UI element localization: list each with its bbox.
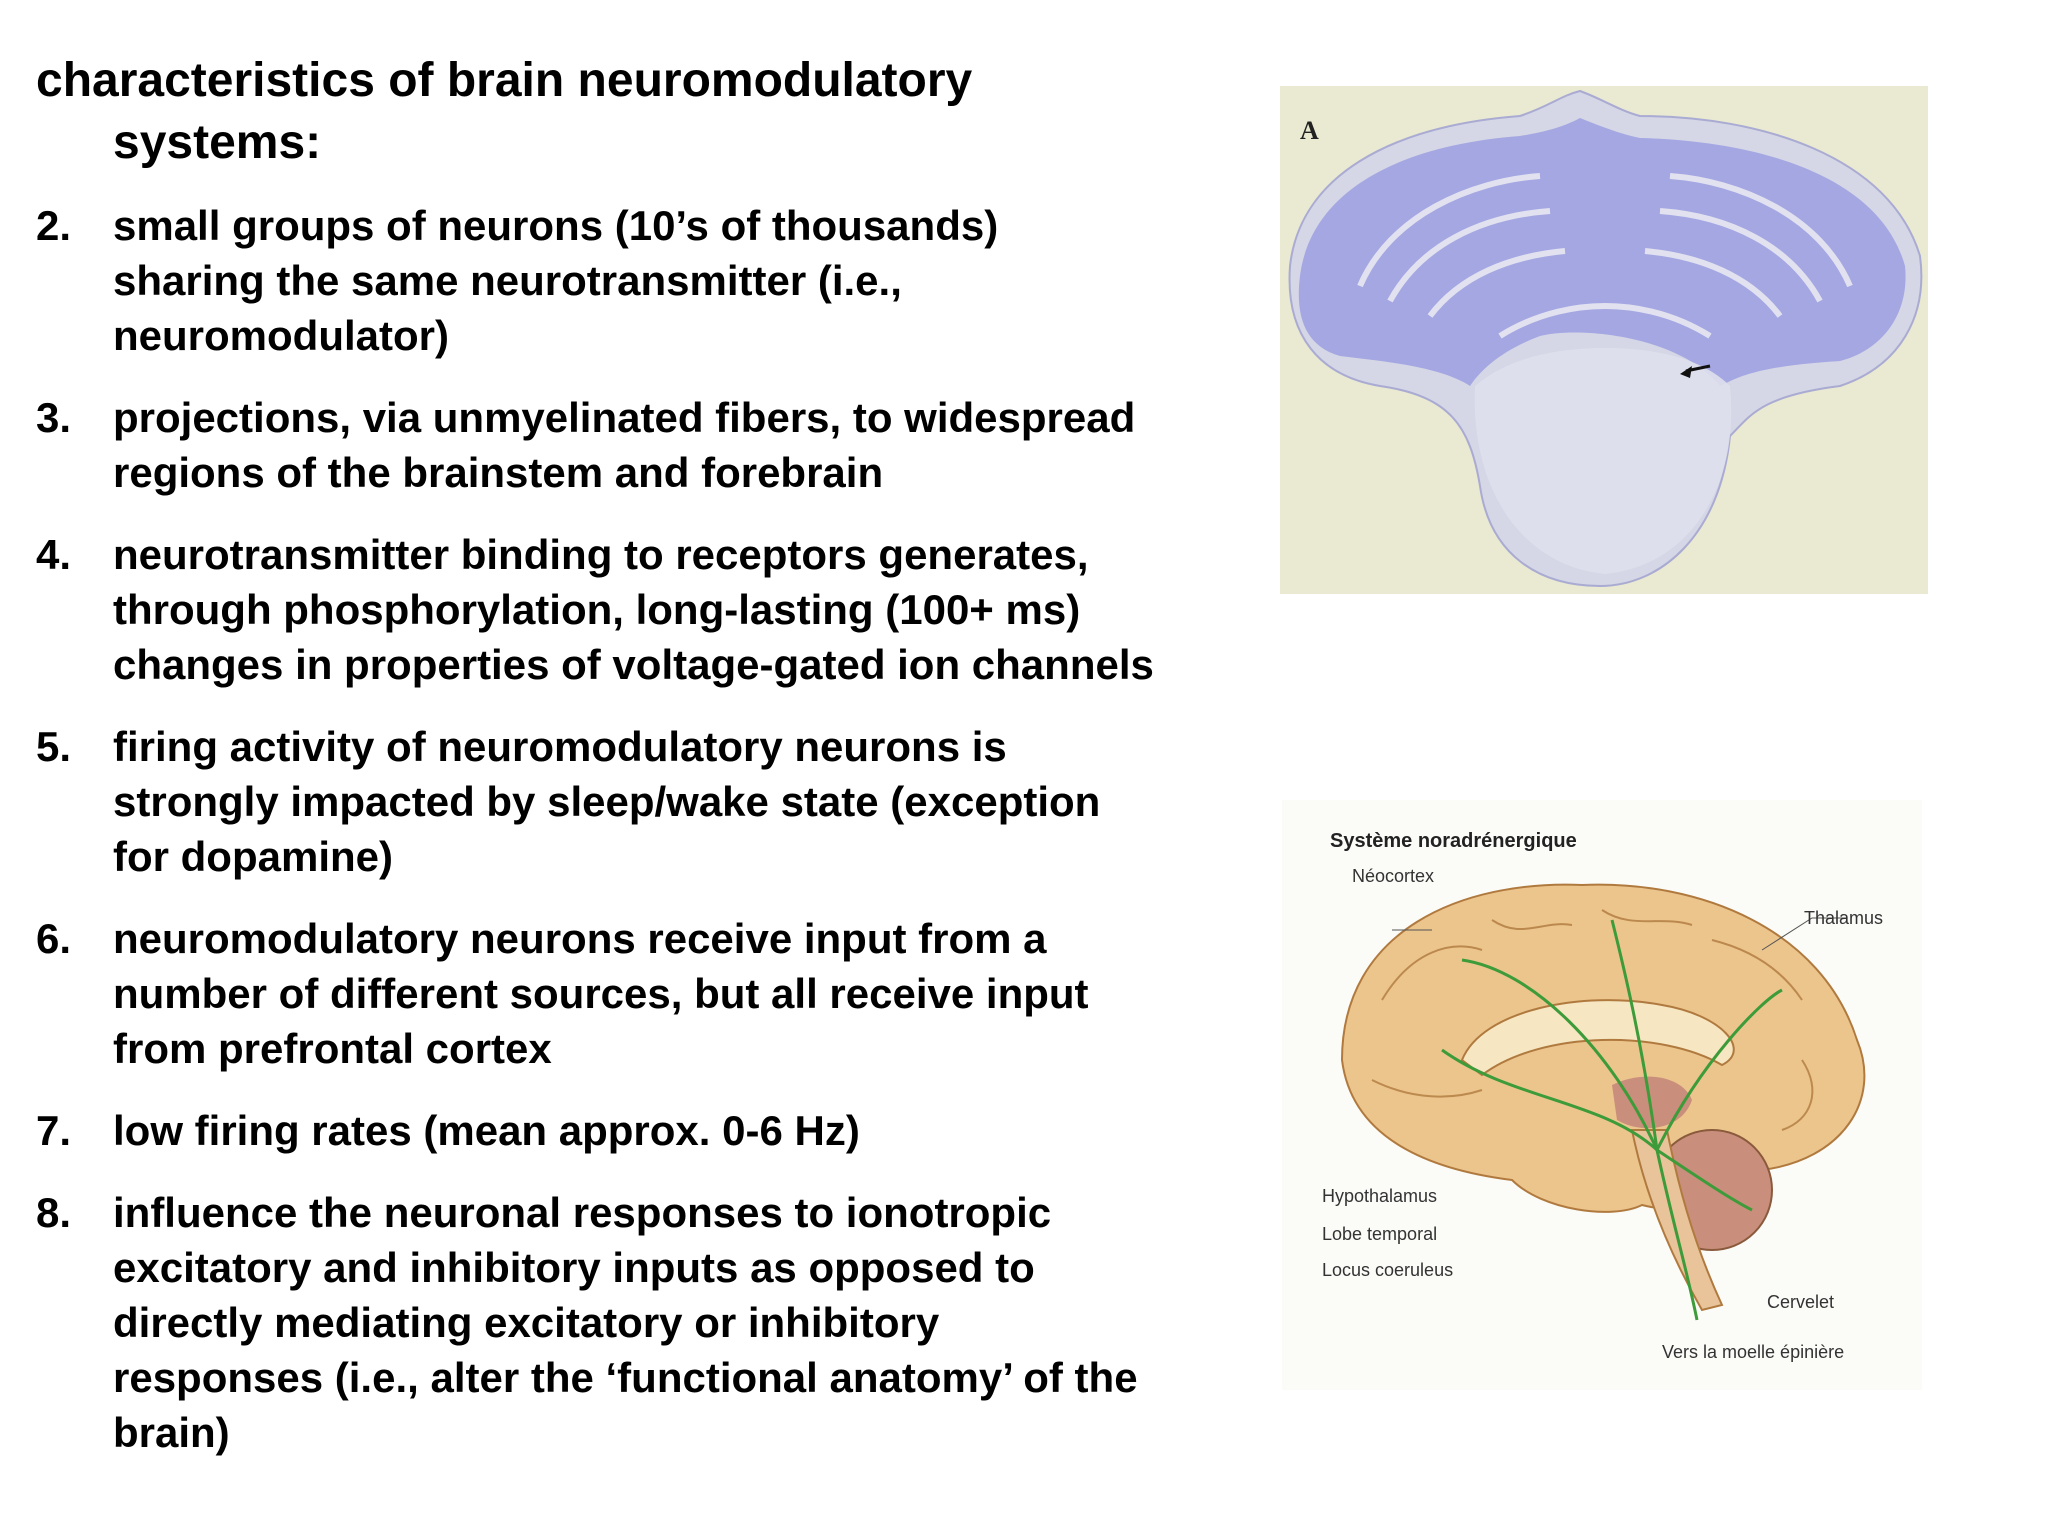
list-item-number: 6. xyxy=(36,915,72,962)
figure-b-title: Système noradrénergique xyxy=(1330,830,1577,852)
list-item-number: 4. xyxy=(36,531,72,578)
label-locus-coeruleus: Locus coeruleus xyxy=(1322,1260,1454,1280)
title-line-2: systems: xyxy=(113,116,322,169)
list-item-number: 2. xyxy=(36,202,72,249)
list-item-line: brain) xyxy=(113,1409,230,1456)
panel-letter: A xyxy=(1300,116,1319,145)
list-item-line: through phosphorylation, long-lasting (1… xyxy=(113,586,1081,633)
list-item-line: influence the neuronal responses to iono… xyxy=(113,1189,1052,1236)
label-lobe-temporal: Lobe temporal xyxy=(1322,1224,1438,1244)
list-item-line: directly mediating excitatory or inhibit… xyxy=(113,1299,940,1346)
slide-title: characteristics of brain neuromodulatory… xyxy=(36,50,1256,174)
list-item-number: 5. xyxy=(36,723,72,770)
brain-sagittal-drawing xyxy=(1340,883,1866,1321)
brainstem-section-image: A xyxy=(1280,86,1928,594)
list-item: 5. firing activity of neuromodulatory neu… xyxy=(36,719,1256,884)
list-item-line: small groups of neurons (10’s of thousan… xyxy=(113,202,999,249)
list-item-line: low firing rates (mean approx. 0-6 Hz) xyxy=(113,1107,860,1154)
list-item-line: neurotransmitter binding to receptors ge… xyxy=(113,531,1089,578)
list-item: 4. neurotransmitter binding to receptors … xyxy=(36,527,1256,692)
list-item-number: 7. xyxy=(36,1107,72,1154)
list-item-line: for dopamine) xyxy=(113,833,393,880)
list-item-number: 8. xyxy=(36,1189,72,1236)
list-item-line: neuromodulator) xyxy=(113,312,449,359)
list-item: 2. small groups of neurons (10’s of thous… xyxy=(36,198,1256,363)
brainstem-section-drawing xyxy=(1288,89,1923,588)
label-cervelet: Cervelet xyxy=(1767,1292,1835,1312)
list-item-line: number of different sources, but all rec… xyxy=(113,970,1089,1017)
list-item: 7. low firing rates (mean approx. 0-6 Hz) xyxy=(36,1103,1256,1158)
characteristics-list: 2. small groups of neurons (10’s of thous… xyxy=(36,198,1256,1460)
title-line-1: characteristics of brain neuromodulatory xyxy=(36,54,973,107)
noradrenergic-system-image: Système noradrénergique Néocortex Thalam… xyxy=(1282,800,1922,1390)
list-item-line: strongly impacted by sleep/wake state (e… xyxy=(113,778,1101,825)
list-item-line: firing activity of neuromodulatory neuro… xyxy=(113,723,1007,770)
slide-text: characteristics of brain neuromodulatory… xyxy=(36,50,1256,1487)
list-item-line: from prefrontal cortex xyxy=(113,1025,552,1072)
label-moelle: Vers la moelle épinière xyxy=(1662,1342,1845,1362)
list-item: 8. influence the neuronal responses to io… xyxy=(36,1185,1256,1460)
list-item: 3. projections, via unmyelinated fibers, … xyxy=(36,390,1256,500)
list-item-line: projections, via unmyelinated fibers, to… xyxy=(113,394,1136,441)
label-thalamus: Thalamus xyxy=(1804,908,1884,928)
list-item-number: 3. xyxy=(36,394,72,441)
list-item-line: neuromodulatory neurons receive input fr… xyxy=(113,915,1047,962)
list-item-line: responses (i.e., alter the ‘functional a… xyxy=(113,1354,1138,1401)
list-item-line: excitatory and inhibitory inputs as oppo… xyxy=(113,1244,1035,1291)
label-hypothalamus: Hypothalamus xyxy=(1322,1186,1438,1206)
list-item-line: changes in properties of voltage-gated i… xyxy=(113,641,1154,688)
list-item-line: regions of the brainstem and forebrain xyxy=(113,449,884,496)
list-item: 6. neuromodulatory neurons receive input … xyxy=(36,911,1256,1076)
label-neocortex: Néocortex xyxy=(1352,866,1435,886)
list-item-line: sharing the same neurotransmitter (i.e., xyxy=(113,257,902,304)
